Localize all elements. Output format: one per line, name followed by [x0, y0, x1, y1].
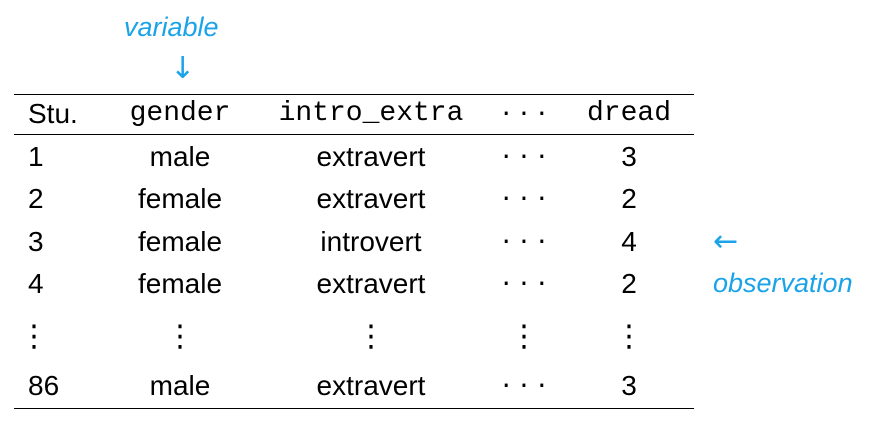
cell-ellipsis: · · ·: [501, 369, 547, 402]
cell-intro-extra: extravert: [316, 183, 426, 214]
cell-stu: 2: [28, 183, 44, 214]
vdots-dread: ⋮: [614, 319, 644, 354]
vdots-ellipsis: ⋮: [509, 319, 539, 354]
cell-ellipsis: · · ·: [501, 267, 547, 300]
cell-intro-extra: extravert: [316, 141, 426, 172]
vdots-stu: ⋮: [19, 319, 49, 354]
cell-gender: female: [137, 268, 223, 299]
left-arrow-icon: ←: [713, 224, 739, 259]
cell-ellipsis: · · ·: [501, 225, 547, 258]
header-stu: Stu.: [28, 98, 78, 129]
cell-stu: 3: [28, 226, 44, 257]
table-bottom-rule: [14, 408, 694, 409]
cell-ellipsis: · · ·: [501, 140, 547, 173]
header-intro-extra: intro_extra: [278, 98, 464, 129]
cell-gender: female: [137, 183, 223, 214]
cell-stu: 1: [28, 141, 44, 172]
header-dread: dread: [586, 98, 672, 129]
cell-dread: 2: [621, 268, 637, 299]
cell-dread: 3: [621, 370, 637, 401]
cell-dread: 4: [621, 226, 637, 257]
table-header-rule: [14, 134, 694, 135]
cell-gender: male: [149, 141, 211, 172]
cell-dread: 3: [621, 141, 637, 172]
down-arrow-icon: ↓: [170, 51, 196, 86]
cell-intro-extra: extravert: [316, 268, 426, 299]
header-ellipsis: · · ·: [501, 97, 547, 130]
cell-stu: 86: [28, 370, 60, 401]
vdots-intro-extra: ⋮: [356, 319, 386, 354]
table-top-rule: [14, 94, 694, 95]
cell-intro-extra: introvert: [320, 226, 422, 257]
cell-gender: male: [149, 370, 211, 401]
cell-stu: 4: [28, 268, 44, 299]
cell-intro-extra: extravert: [316, 370, 426, 401]
cell-ellipsis: · · ·: [501, 182, 547, 215]
cell-dread: 2: [621, 183, 637, 214]
cell-gender: female: [137, 226, 223, 257]
observation-annotation-label: observation: [713, 268, 853, 298]
variable-annotation-label: variable: [124, 12, 219, 42]
vdots-gender: ⋮: [165, 319, 195, 354]
header-gender: gender: [129, 98, 231, 129]
